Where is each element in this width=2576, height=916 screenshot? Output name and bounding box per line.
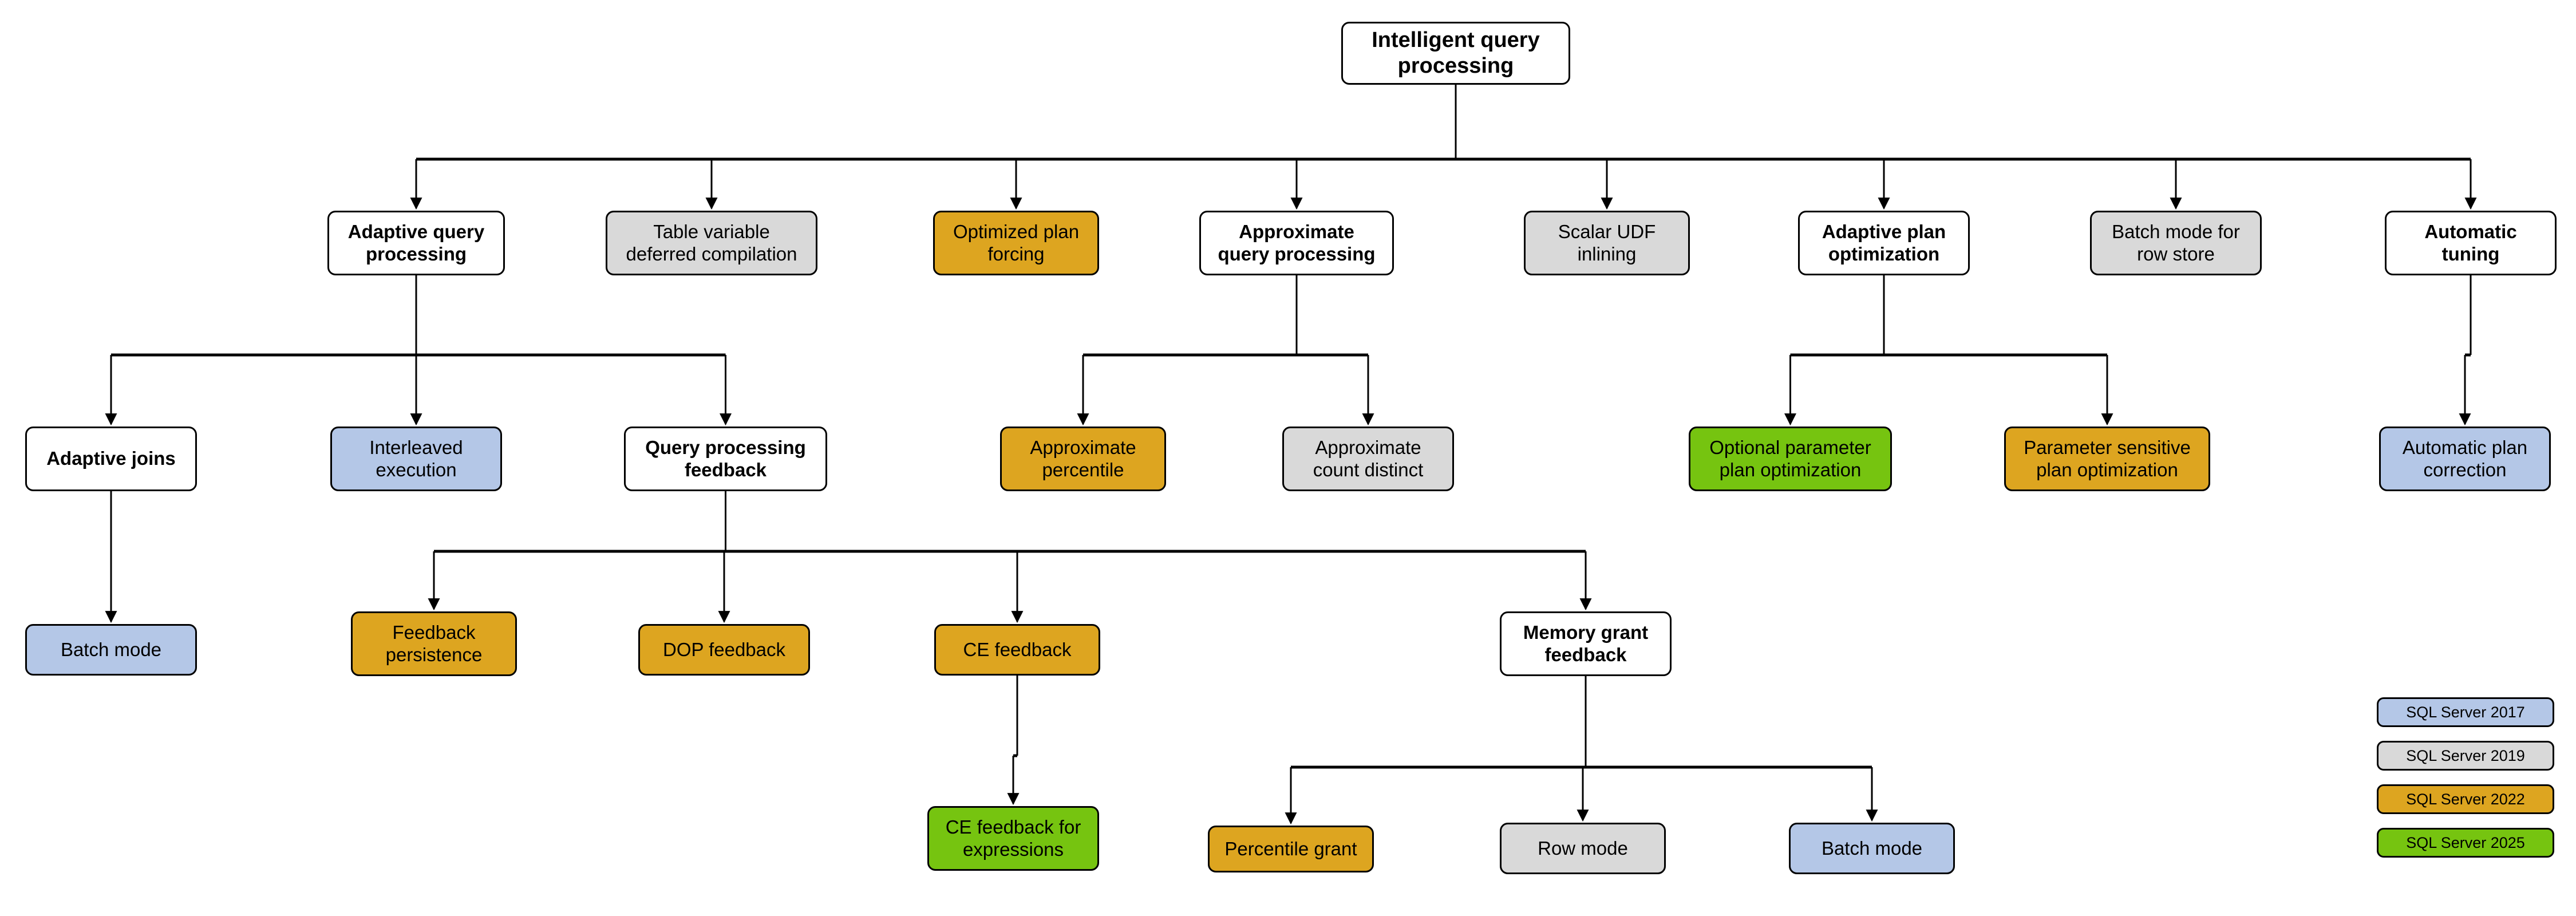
legend-item-label: SQL Server 2022 bbox=[2406, 790, 2525, 808]
node-apct[interactable]: Approximate percentile bbox=[1000, 427, 1166, 491]
node-label: CE feedback for expressions bbox=[945, 816, 1081, 860]
node-rmode[interactable]: Row mode bbox=[1500, 823, 1666, 874]
node-label: Automatic tuning bbox=[2424, 220, 2517, 264]
node-label: Approximate query processing bbox=[1218, 220, 1376, 264]
node-label: Automatic plan correction bbox=[2402, 436, 2528, 480]
edge-lines bbox=[105, 85, 2477, 825]
node-apc[interactable]: Automatic plan correction bbox=[2379, 427, 2551, 491]
node-aqp[interactable]: Adaptive query processing bbox=[327, 211, 505, 275]
node-label: Adaptive joins bbox=[46, 448, 176, 469]
node-autot[interactable]: Automatic tuning bbox=[2385, 211, 2557, 275]
node-mgfb[interactable]: Memory grant feedback bbox=[1500, 611, 1672, 676]
node-approx[interactable]: Approximate query processing bbox=[1199, 211, 1394, 275]
legend-item-label: SQL Server 2019 bbox=[2406, 747, 2525, 764]
node-label: Optional parameter plan optimization bbox=[1709, 436, 1871, 480]
node-qpf[interactable]: Query processing feedback bbox=[624, 427, 827, 491]
node-ilexec[interactable]: Interleaved execution bbox=[330, 427, 502, 491]
node-root[interactable]: Intelligent query processing bbox=[1341, 22, 1570, 85]
node-bmode2[interactable]: Batch mode bbox=[1789, 823, 1955, 874]
node-label: Scalar UDF inlining bbox=[1558, 220, 1656, 264]
node-tvdc[interactable]: Table variable deferred compilation bbox=[606, 211, 817, 275]
node-cefbex[interactable]: CE feedback for expressions bbox=[927, 806, 1099, 871]
node-label: Row mode bbox=[1538, 837, 1628, 859]
node-label: Adaptive query processing bbox=[347, 220, 485, 264]
node-cefb[interactable]: CE feedback bbox=[934, 624, 1100, 676]
legend-item-green[interactable]: SQL Server 2025 bbox=[2377, 828, 2554, 858]
node-dopfb[interactable]: DOP feedback bbox=[638, 624, 810, 676]
node-bmode1[interactable]: Batch mode bbox=[25, 624, 197, 676]
node-label: Approximate count distinct bbox=[1313, 436, 1424, 480]
node-label: Percentile grant bbox=[1224, 838, 1357, 859]
node-label: Intelligent query processing bbox=[1372, 28, 1540, 78]
node-label: Parameter sensitive plan optimization bbox=[2024, 436, 2191, 480]
node-label: DOP feedback bbox=[662, 638, 786, 660]
node-label: Memory grant feedback bbox=[1523, 621, 1649, 665]
legend-item-gray[interactable]: SQL Server 2019 bbox=[2377, 741, 2554, 771]
legend-item-orange[interactable]: SQL Server 2022 bbox=[2377, 784, 2554, 814]
node-label: Feedback persistence bbox=[385, 621, 483, 665]
node-opf[interactable]: Optimized plan forcing bbox=[933, 211, 1099, 275]
node-label: Adaptive plan optimization bbox=[1822, 220, 1946, 264]
node-label: Table variable deferred compilation bbox=[626, 220, 797, 264]
node-bmrs[interactable]: Batch mode for row store bbox=[2090, 211, 2262, 275]
node-pgrant[interactable]: Percentile grant bbox=[1208, 826, 1374, 872]
node-label: CE feedback bbox=[963, 638, 1072, 660]
legend-item-label: SQL Server 2025 bbox=[2406, 834, 2525, 851]
node-label: Query processing feedback bbox=[645, 436, 806, 480]
node-label: Approximate percentile bbox=[1030, 436, 1136, 480]
node-apo[interactable]: Adaptive plan optimization bbox=[1798, 211, 1970, 275]
node-fbpers[interactable]: Feedback persistence bbox=[351, 611, 517, 676]
node-label: Batch mode bbox=[1821, 837, 1923, 859]
node-label: Batch mode bbox=[60, 638, 162, 660]
node-label: Interleaved execution bbox=[369, 436, 463, 480]
node-udf[interactable]: Scalar UDF inlining bbox=[1524, 211, 1690, 275]
node-acd[interactable]: Approximate count distinct bbox=[1282, 427, 1454, 491]
node-oppo[interactable]: Optional parameter plan optimization bbox=[1689, 427, 1892, 491]
legend-item-label: SQL Server 2017 bbox=[2406, 703, 2525, 721]
node-label: Optimized plan forcing bbox=[953, 220, 1080, 264]
legend-item-blue[interactable]: SQL Server 2017 bbox=[2377, 697, 2554, 727]
node-pspo[interactable]: Parameter sensitive plan optimization bbox=[2004, 427, 2210, 491]
node-ajoins[interactable]: Adaptive joins bbox=[25, 427, 197, 491]
node-label: Batch mode for row store bbox=[2112, 220, 2240, 264]
